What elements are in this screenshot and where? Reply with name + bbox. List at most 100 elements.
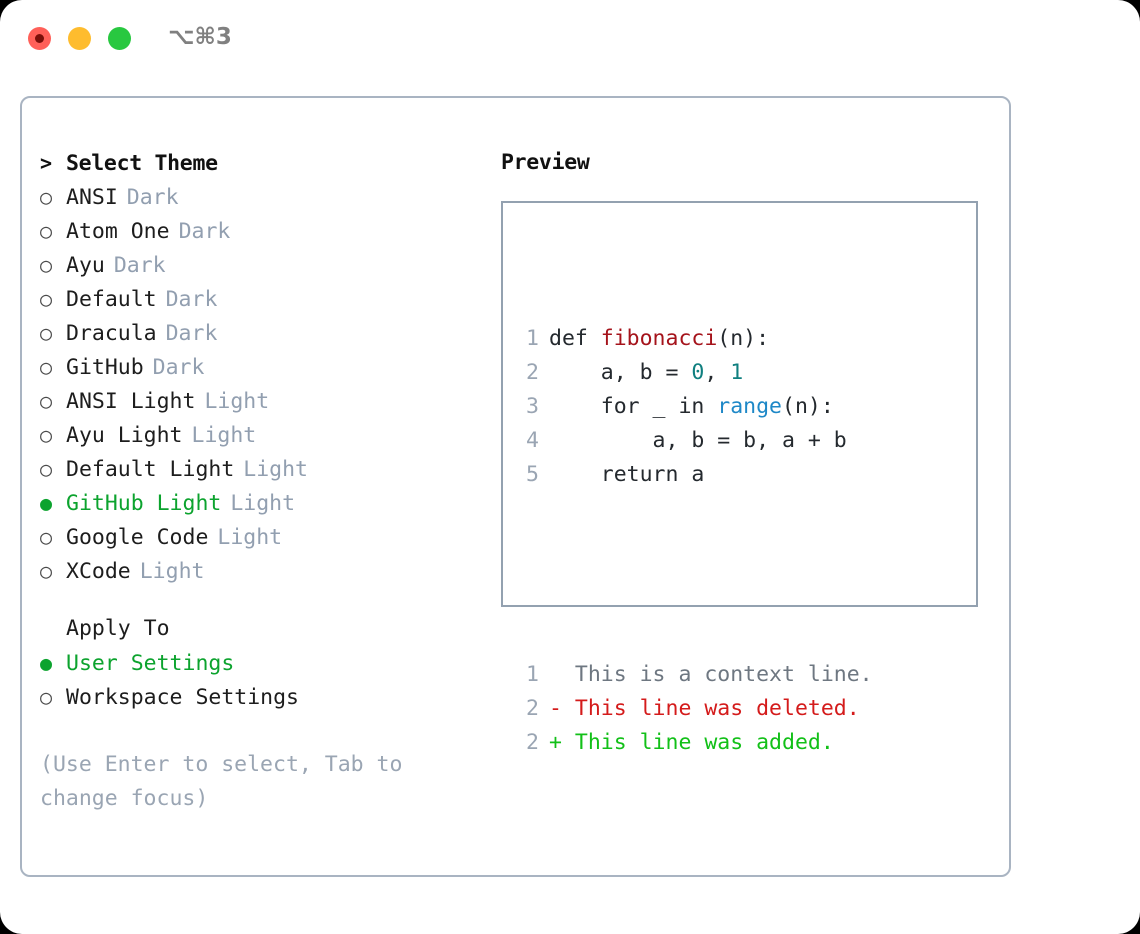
theme-name: XCode [66,559,131,584]
minimize-window-button[interactable] [68,27,91,50]
apply-to-section: Apply To ● User Settings ○ Workspace Settin… [40,612,480,714]
line-number: 4 [526,428,539,453]
theme-variant-badge: Dark [126,185,179,210]
radio-unselected-icon[interactable]: ○ [40,389,53,413]
theme-list-item[interactable]: ○ Google Code Light [40,520,480,554]
apply-to-label: Workspace Settings [66,685,299,710]
radio-selected-icon[interactable]: ● [40,651,53,675]
code-line: 3 for _ in range(n): [517,390,873,424]
theme-variant-badge: Dark [152,355,205,380]
apply-to-item[interactable]: ● User Settings [40,646,480,680]
caret-icon: > [40,151,53,175]
diff-sign: - [549,696,562,721]
radio-unselected-icon[interactable]: ○ [40,219,53,243]
code-line: 4 a, b = b, a + b [517,424,873,458]
apply-to-item[interactable]: ○ Workspace Settings [40,680,480,714]
theme-list-item[interactable]: ● GitHub Light Light [40,486,480,520]
diff-sign: + [549,730,562,755]
radio-unselected-icon[interactable]: ○ [40,423,53,447]
preview-title: Preview [501,150,590,175]
theme-name: Google Code [66,525,209,550]
theme-name: Default Light [66,457,235,482]
diff-block: 1 This is a context line.2- This line wa… [517,658,873,760]
code-token: def [549,326,601,351]
theme-variant-badge: Light [191,423,257,448]
radio-unselected-icon[interactable]: ○ [40,185,53,209]
line-number: 2 [526,696,539,721]
theme-variant-badge: Light [204,389,270,414]
radio-unselected-icon[interactable]: ○ [40,685,53,709]
code-line: 2 a, b = 0, 1 [517,356,873,390]
code-token: range [717,394,783,419]
apply-to-header: Apply To [40,612,480,646]
apply-to-label: User Settings [66,651,235,676]
line-number: 3 [526,394,539,419]
diff-line: 1 This is a context line. [517,658,873,692]
diff-sign [549,662,562,687]
close-icon [35,34,44,43]
window-title: ⌥⌘3 [168,24,232,50]
line-number: 2 [526,360,539,385]
theme-variant-badge: Light [230,491,296,516]
theme-list-item[interactable]: ○ GitHub Dark [40,350,480,384]
line-number: 5 [526,462,539,487]
theme-name: GitHub Light [66,491,222,516]
theme-list-item[interactable]: ○ Dracula Dark [40,316,480,350]
apply-to-list: ● User Settings ○ Workspace Settings [40,646,480,714]
title-bar: ⌥⌘3 [0,0,1140,78]
theme-name: Ayu [66,253,105,278]
apply-to-title: Apply To [66,616,170,641]
diff-line: 2- This line was deleted. [517,692,873,726]
code-token: return a [549,462,705,487]
spacer [517,560,873,590]
line-number: 1 [526,662,539,687]
radio-unselected-icon[interactable]: ○ [40,355,53,379]
diff-text: This line was deleted. [561,696,860,721]
maximize-window-button[interactable] [108,27,131,50]
theme-name: Ayu Light [66,423,183,448]
select-theme-title: Select Theme [66,151,218,176]
theme-name: Dracula [66,321,157,346]
line-number: 2 [526,730,539,755]
radio-unselected-icon[interactable]: ○ [40,253,53,277]
theme-list-item[interactable]: ○ Ayu Dark [40,248,480,282]
theme-name: ANSI [66,185,118,210]
radio-unselected-icon[interactable]: ○ [40,525,53,549]
code-token: 0 [691,360,705,385]
select-theme-header: > Select Theme [40,146,480,180]
theme-name: Default [66,287,157,312]
theme-name: Atom One [66,219,170,244]
radio-unselected-icon[interactable]: ○ [40,559,53,583]
code-token: for _ in [549,394,718,419]
diff-text: This line was added. [561,730,834,755]
radio-unselected-icon[interactable]: ○ [40,287,53,311]
theme-variant-badge: Light [217,525,283,550]
theme-list-item[interactable]: ○ Ayu Light Light [40,418,480,452]
theme-list-item[interactable]: ○ ANSI Dark [40,180,480,214]
theme-variant-badge: Light [243,457,309,482]
theme-variant-badge: Dark [113,253,166,278]
theme-name: GitHub [66,355,144,380]
radio-selected-icon[interactable]: ● [40,491,53,515]
radio-unselected-icon[interactable]: ○ [40,457,53,481]
keyboard-hint: (Use Enter to select, Tab to change focu… [40,752,403,811]
theme-list-item[interactable]: ○ ANSI Light Light [40,384,480,418]
code-token: (n): [717,326,770,351]
theme-variant-badge: Dark [165,321,218,346]
theme-name: ANSI Light [66,389,196,414]
radio-unselected-icon[interactable]: ○ [40,321,53,345]
theme-list-item[interactable]: ○ Default Light Light [40,452,480,486]
code-token: (n): [782,394,834,419]
theme-list-item[interactable]: ○ Default Dark [40,282,480,316]
code-line: 5 return a [517,458,873,492]
theme-variant-badge: Dark [165,287,218,312]
